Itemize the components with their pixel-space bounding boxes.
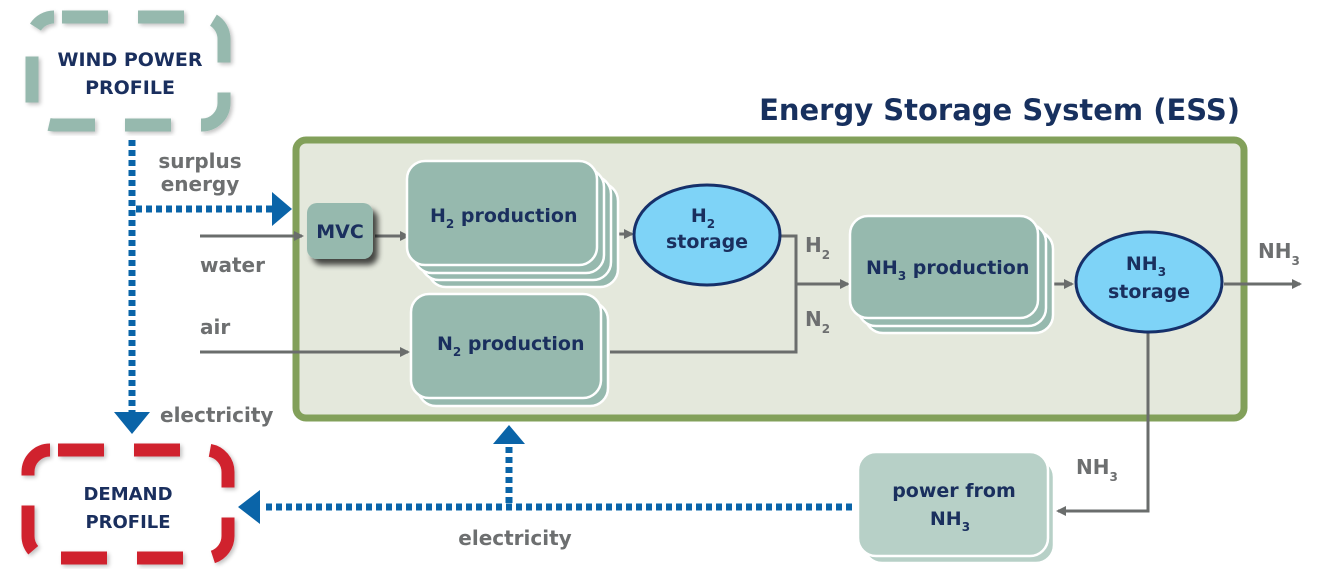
nh3-production-label: NH3 production [866,257,1029,283]
material-flows [200,229,1302,516]
h2-storage-chem: H2 [691,205,715,231]
wind-power-profile [25,10,231,132]
h2-storage-node [632,183,782,287]
nh3-storage-chem: NH3 [1126,253,1166,279]
wind-profile-line2: PROFILE [85,77,175,99]
wind-profile-line1: WIND POWER [58,49,203,71]
nh3-return-label: NH3 [1076,455,1118,484]
surplus-label-line2: energy [161,172,240,196]
demand-profile-line2: PROFILE [85,512,170,533]
nh3-storage-label: storage [1108,281,1190,303]
demand-arrowhead-icon [238,490,260,524]
air-label: air [200,315,230,339]
nh3-output-label: NH3 [1258,239,1300,268]
surplus-label-line1: surplus [158,149,241,173]
nh3-production-node [848,214,1055,335]
electricity-up-arrowhead-icon [493,425,525,444]
power-from-nh3-line1: power from [892,480,1016,502]
electricity-left-label: electricity [160,403,273,427]
surplus-arrowhead-icon [272,192,292,226]
h2-flow-label: H2 [805,233,830,262]
electricity-bottom-label: electricity [458,526,571,550]
n2-flow-label: N2 [805,307,830,336]
electricity-down-arrowhead-icon [114,412,150,434]
h2-production-label: H2 production [430,205,577,231]
nh3-return-line [1056,330,1150,516]
h2-storage-label: storage [666,231,748,253]
nh3-storage-node [1074,230,1224,334]
diagram-title: Energy Storage System (ESS) [759,93,1240,127]
electric-flows [128,140,852,511]
h2-n2-merge-line [610,234,798,354]
n2-production-node [409,292,610,408]
demand-profile-line1: DEMAND [83,484,172,505]
n2-production-label: N2 production [437,333,584,359]
power-from-nh3-chem: NH3 [930,508,970,534]
h2-production-node [405,159,620,289]
water-label: water [200,253,265,277]
power-from-nh3-node [856,450,1056,565]
mvc-label: MVC [316,221,364,243]
mvc-node [307,203,373,259]
